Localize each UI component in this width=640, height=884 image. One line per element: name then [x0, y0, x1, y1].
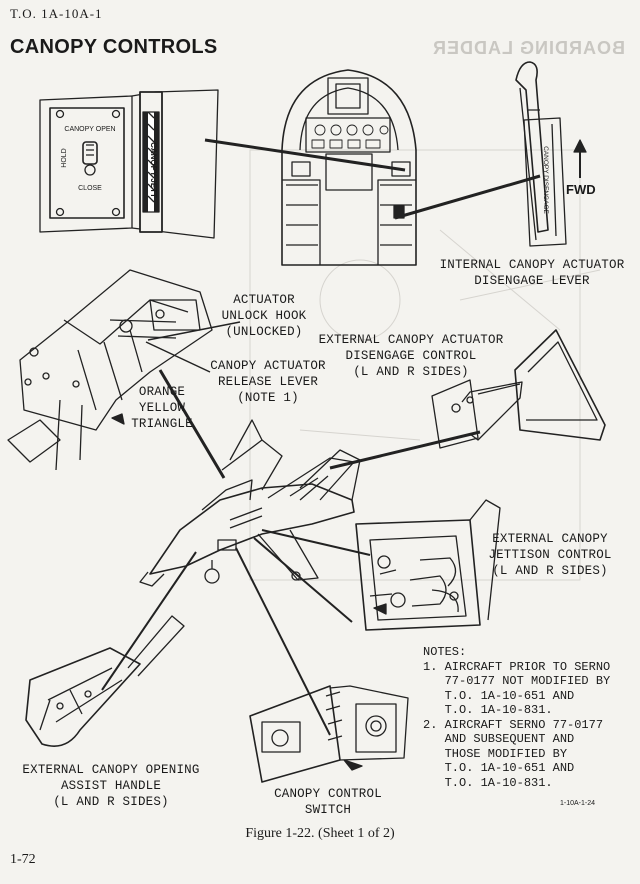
disengage-label: CANOPY DISENGAGE: [542, 146, 549, 214]
actuator-mechanism: [7, 269, 213, 471]
notes-block: NOTES: 1. AIRCRAFT PRIOR TO SERNO 77-017…: [423, 645, 633, 790]
note-line: T.O. 1A-10-831.: [423, 703, 553, 717]
figure-reference-code: 1-10A-1-24: [560, 800, 596, 807]
document-id: T.O. 1A-10A-1: [10, 6, 103, 21]
assist-handle: [25, 615, 185, 747]
note-line: AND SUBSEQUENT AND: [423, 732, 575, 746]
canopy-switch-panel: [39, 89, 219, 239]
external-disengage-control: [431, 329, 606, 449]
external-jettison-panel: [355, 499, 501, 631]
control-switch-callout: CANOPY CONTROL SWITCH: [274, 787, 382, 817]
notes-heading: NOTES:: [423, 645, 467, 659]
note-line: T.O. 1A-10-651 AND: [423, 688, 575, 703]
note-line: 77-0177 NOT MODIFIED BY: [423, 674, 611, 688]
jett-label: CANOPY JETT: [149, 142, 158, 198]
note-line: THOSE MODIFIED BY: [423, 746, 568, 761]
hold-label: HOLD: [61, 148, 68, 167]
internal-disengage-lever: [515, 61, 567, 247]
page-number: 1-72: [10, 852, 36, 867]
canopy-open-label: CANOPY OPEN: [64, 126, 115, 133]
fwd-label: FWD: [566, 182, 596, 197]
close-label: CLOSE: [78, 185, 102, 192]
page-title: CANOPY CONTROLS: [10, 36, 218, 58]
canopy-control-switch-panel: [249, 685, 409, 783]
a10-aircraft: [139, 419, 361, 587]
note-line: T.O. 1A-10-651 AND: [423, 761, 575, 775]
note-line: 1. AIRCRAFT PRIOR TO SERNO: [423, 659, 611, 674]
note-line: 2. AIRCRAFT SERNO 77-0177: [423, 717, 604, 732]
cockpit-front-view: [281, 69, 417, 266]
figure-caption: Figure 1-22. (Sheet 1 of 2): [245, 826, 395, 841]
note-line: T.O. 1A-10-831.: [423, 775, 553, 790]
